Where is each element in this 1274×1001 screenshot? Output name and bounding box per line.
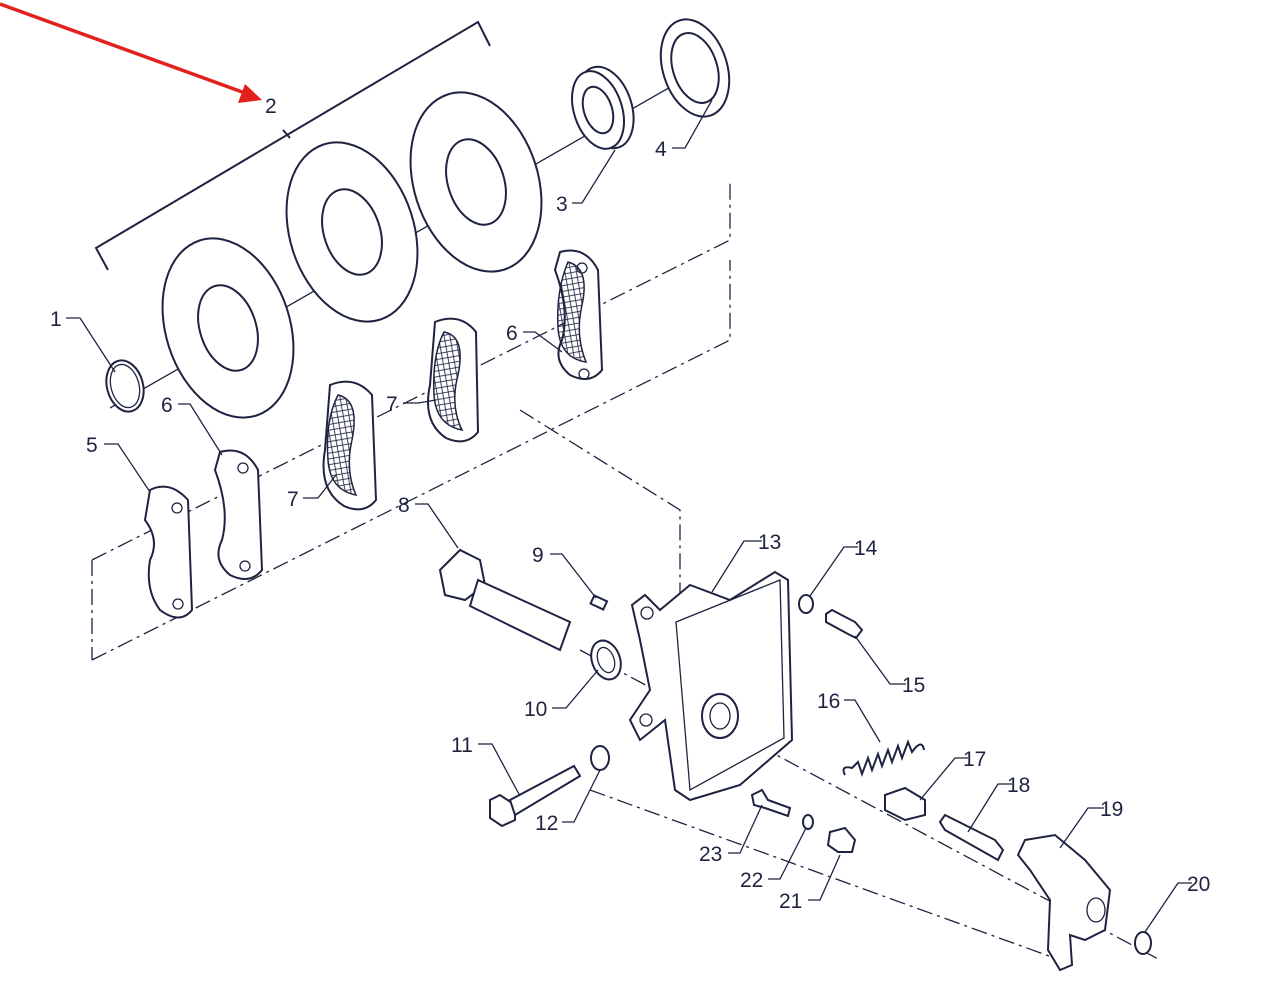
friction-disc-2 xyxy=(285,141,419,323)
callout-10: 10 xyxy=(524,698,547,721)
bolt-23 xyxy=(750,788,792,818)
callout-2: 2 xyxy=(265,95,277,118)
bushing-17 xyxy=(884,786,926,822)
housing xyxy=(628,570,794,802)
callout-1: 1 xyxy=(50,308,62,331)
washer-12 xyxy=(590,745,610,771)
callout-23: 23 xyxy=(699,843,722,866)
nut-21 xyxy=(826,826,857,853)
callout-8: 8 xyxy=(398,494,410,517)
callout-15: 15 xyxy=(902,674,925,697)
bolt xyxy=(489,764,582,828)
callout-19: 19 xyxy=(1100,798,1123,821)
callout-20: 20 xyxy=(1187,873,1210,896)
camshaft xyxy=(438,548,572,652)
callout-11: 11 xyxy=(451,734,473,757)
friction-disc-1 xyxy=(161,237,295,419)
callout-6b: 6 xyxy=(506,322,518,345)
callout-18: 18 xyxy=(1007,774,1030,797)
callout-6a: 6 xyxy=(161,394,173,417)
lever xyxy=(1016,833,1112,972)
callout-9: 9 xyxy=(532,544,544,567)
callout-5: 5 xyxy=(86,434,98,457)
ring-20 xyxy=(1134,931,1152,955)
seal xyxy=(590,639,622,681)
callout-3: 3 xyxy=(556,193,568,216)
washer-22 xyxy=(802,814,814,830)
washer-14 xyxy=(798,594,814,614)
backing-plate xyxy=(143,485,194,619)
callout-7a: 7 xyxy=(287,488,299,511)
brake-pad-7a xyxy=(322,380,378,511)
callout-4: 4 xyxy=(655,138,667,161)
callout-17: 17 xyxy=(963,748,986,771)
leader-lines xyxy=(66,99,1192,933)
spring xyxy=(842,739,925,777)
snap-ring xyxy=(105,359,145,413)
callout-labels: 1 2 3 4 5 6 6 7 7 8 9 10 11 12 13 14 15 … xyxy=(50,95,1210,913)
bolt-15 xyxy=(825,608,864,640)
pin xyxy=(589,594,609,611)
backing-plate-6a xyxy=(213,449,264,580)
friction-disc-3 xyxy=(409,91,543,273)
callout-21: 21 xyxy=(779,890,802,913)
washer xyxy=(659,18,731,118)
callout-14: 14 xyxy=(854,537,878,560)
bearing xyxy=(571,65,635,150)
pin-18 xyxy=(938,813,1005,862)
brake-pad-7b xyxy=(427,317,480,443)
callout-13: 13 xyxy=(758,531,781,554)
highlight-arrow xyxy=(0,2,262,103)
callout-7b: 7 xyxy=(386,393,398,416)
callout-22: 22 xyxy=(740,869,763,892)
kit-bracket xyxy=(94,20,491,271)
callout-12: 12 xyxy=(535,812,558,835)
callout-16: 16 xyxy=(817,690,840,713)
